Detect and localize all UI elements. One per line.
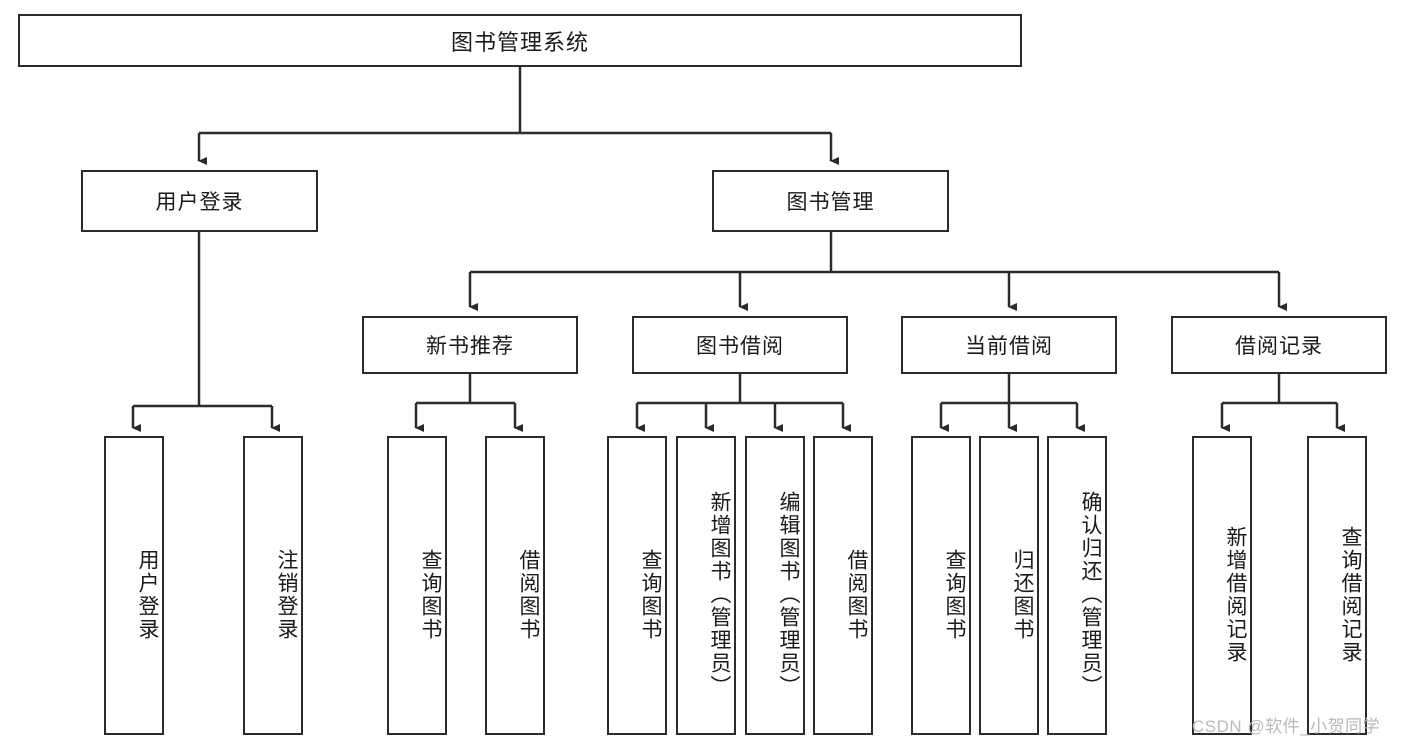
leaf-borrow-book-recommend[interactable]: 借阅图书 — [485, 436, 545, 735]
node-root-system[interactable]: 图书管理系统 — [18, 14, 1022, 67]
leaf-query-book-current[interactable]: 查询图书 — [911, 436, 971, 735]
leaf-borrow-book[interactable]: 借阅图书 — [813, 436, 873, 735]
node-borrow-record[interactable]: 借阅记录 — [1171, 316, 1387, 374]
leaf-query-book-recommend[interactable]: 查询图书 — [387, 436, 447, 735]
leaf-query-book-borrow[interactable]: 查询图书 — [607, 436, 667, 735]
leaf-return-book[interactable]: 归还图书 — [979, 436, 1039, 735]
leaf-query-borrow-record[interactable]: 查询借阅记录 — [1307, 436, 1367, 735]
leaf-add-book-admin[interactable]: 新增图书（管理员） — [676, 436, 736, 735]
node-current-borrow[interactable]: 当前借阅 — [901, 316, 1117, 374]
leaf-user-login[interactable]: 用户登录 — [104, 436, 164, 735]
csdn-watermark: CSDN @软件_小贺同学 — [1192, 717, 1381, 736]
node-book-management[interactable]: 图书管理 — [712, 170, 949, 232]
leaf-confirm-return-admin[interactable]: 确认归还（管理员） — [1047, 436, 1107, 735]
node-user-login[interactable]: 用户登录 — [81, 170, 318, 232]
leaf-add-borrow-record[interactable]: 新增借阅记录 — [1192, 436, 1252, 735]
leaf-logout[interactable]: 注销登录 — [243, 436, 303, 735]
leaf-edit-book-admin[interactable]: 编辑图书（管理员） — [745, 436, 805, 735]
node-new-book-recommend[interactable]: 新书推荐 — [362, 316, 578, 374]
node-book-borrow[interactable]: 图书借阅 — [632, 316, 848, 374]
